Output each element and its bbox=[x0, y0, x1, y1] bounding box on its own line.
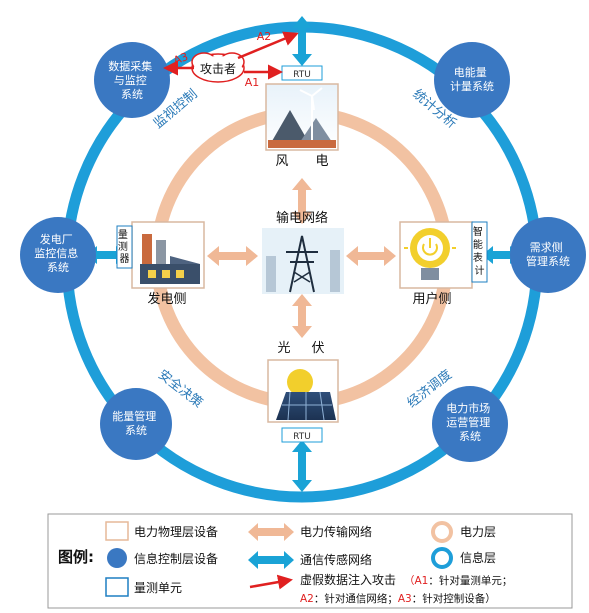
legend-a2-desc: ：针对通信网络； bbox=[314, 592, 398, 605]
attack-a3-label: A3 bbox=[172, 50, 190, 67]
wind-label-1: 风 bbox=[275, 154, 288, 169]
rtu-top-label: RTU bbox=[293, 70, 311, 80]
data-acq-line-1: 数据采集 bbox=[108, 59, 152, 73]
legend-meter-label: 量测单元 bbox=[134, 581, 182, 595]
user-side-label: 用户侧 bbox=[412, 291, 451, 307]
user-meter-char-1: 智 bbox=[473, 225, 483, 238]
legend-comm-arrow bbox=[248, 551, 294, 569]
attack-a1-label: A1 bbox=[245, 76, 260, 89]
legend-box bbox=[47, 513, 573, 609]
transmission-tower-image bbox=[262, 228, 344, 294]
info-node-energy-mgmt bbox=[100, 388, 172, 460]
wind-turbine-image bbox=[265, 83, 339, 151]
user-meter-box bbox=[471, 221, 488, 283]
energy-mgmt-label: 能量管理 系统 bbox=[112, 409, 160, 437]
energy-mgmt-line-2: 系统 bbox=[125, 424, 147, 437]
legend-info-label: 信息控制层设备 bbox=[134, 551, 218, 566]
bulb-image bbox=[399, 221, 473, 289]
market-line-3: 系统 bbox=[459, 430, 481, 443]
plant-monitor-label: 发电厂 监控信息 系统 bbox=[34, 232, 82, 274]
legend-info-layer-label: 信息层 bbox=[460, 550, 496, 565]
data-acq-line-2: 与监控 bbox=[114, 73, 147, 87]
legend-a1-key: （A1 bbox=[404, 575, 428, 587]
legend-title: 图例: bbox=[58, 548, 94, 566]
gen-meter-char-2: 测 bbox=[118, 240, 128, 253]
pv-label-1: 光 bbox=[277, 341, 290, 356]
legend-info-swatch bbox=[107, 548, 127, 568]
attack-arrow-a2 bbox=[237, 31, 299, 60]
power-arrow-bottom bbox=[292, 294, 312, 338]
energy-meter-label: 电能量 计量系统 bbox=[450, 65, 494, 93]
solar-panel-image bbox=[267, 359, 339, 423]
legend-power-arrow bbox=[248, 523, 294, 541]
comm-arrow-bottom bbox=[292, 440, 312, 492]
legend-physical-swatch bbox=[105, 521, 129, 541]
market-label: 电力市场 运营管理 系统 bbox=[446, 401, 494, 443]
gen-meter-box bbox=[116, 225, 133, 269]
legend-meter-swatch bbox=[105, 577, 129, 597]
legend-attack-detail-2: A2：针对通信网络；A3：针对控制设备） bbox=[300, 592, 496, 605]
market-line-2: 运营管理 bbox=[446, 415, 490, 429]
market-line-1: 电力市场 bbox=[446, 401, 490, 415]
demand-side-line-2: 管理系统 bbox=[526, 254, 570, 268]
gen-meter-char-1: 量 bbox=[118, 229, 128, 241]
comm-arrow-top bbox=[292, 16, 312, 66]
grid-label: 输电网络 bbox=[276, 210, 328, 226]
legend-a1-desc: ：针对量测单元； bbox=[428, 574, 512, 587]
legend-power-label: 电力传输网络 bbox=[300, 524, 372, 539]
gen-meter-char-3: 器 bbox=[120, 253, 130, 265]
energy-meter-line-2: 计量系统 bbox=[450, 80, 494, 93]
legend-power-layer-swatch bbox=[431, 521, 453, 543]
legend-attack-arrow bbox=[249, 574, 293, 590]
demand-side-line-1: 需求侧 bbox=[530, 241, 563, 254]
demand-side-label: 需求侧 管理系统 bbox=[526, 241, 570, 268]
legend-attack-detail-1: （A1：针对量测单元； bbox=[404, 574, 512, 587]
pv-label-2: 伏 bbox=[311, 341, 324, 356]
legend-a3-key: A3 bbox=[398, 593, 412, 605]
legend-info-layer-swatch bbox=[431, 547, 453, 569]
info-node-demand-side bbox=[510, 217, 586, 293]
info-node-data-acq bbox=[94, 42, 170, 118]
info-node-plant-monitor bbox=[20, 217, 96, 293]
data-acq-label: 数据采集 与监控 系统 bbox=[108, 59, 156, 101]
plant-monitor-line-3: 系统 bbox=[47, 261, 69, 274]
energy-mgmt-line-1: 能量管理 bbox=[112, 409, 156, 423]
wind-label-2: 电 bbox=[315, 154, 328, 169]
power-arrow-left bbox=[207, 246, 258, 266]
attack-a2-label: A2 bbox=[257, 30, 272, 43]
user-meter-char-2: 能 bbox=[473, 238, 483, 251]
attacker-cloud bbox=[191, 52, 245, 83]
info-node-energy-meter bbox=[434, 42, 510, 118]
info-node-market bbox=[432, 386, 508, 462]
attacker-label: 攻击者 bbox=[200, 62, 236, 76]
legend-power-layer-label: 电力层 bbox=[460, 525, 496, 539]
energy-meter-line-1: 电能量 bbox=[454, 65, 487, 79]
legend-physical-label: 电力物理层设备 bbox=[134, 525, 218, 539]
plant-monitor-line-2: 监控信息 bbox=[34, 246, 78, 260]
power-arrow-top bbox=[292, 178, 312, 224]
power-arrows bbox=[207, 178, 396, 338]
factory-image bbox=[131, 221, 205, 289]
rtu-bottom-box bbox=[281, 427, 323, 443]
data-acq-line-3: 系统 bbox=[121, 88, 143, 101]
rtu-bottom-label: RTU bbox=[293, 432, 311, 442]
legend-attack-label: 虚假数据注入攻击 bbox=[300, 572, 396, 587]
legend-a2-key: A2 bbox=[300, 593, 314, 605]
gen-meter-label: 量 测 器 bbox=[118, 229, 131, 265]
power-arrow-right bbox=[346, 246, 396, 266]
legend-a3-desc: ：针对控制设备） bbox=[412, 592, 496, 605]
user-meter-label: 智 能 表 计 bbox=[473, 225, 486, 277]
user-meter-char-3: 表 bbox=[473, 251, 483, 264]
plant-monitor-line-1: 发电厂 bbox=[40, 232, 73, 246]
legend-comm-label: 通信传感网络 bbox=[300, 552, 372, 567]
gen-side-label: 发电侧 bbox=[147, 291, 186, 307]
user-meter-char-4: 计 bbox=[475, 264, 485, 277]
